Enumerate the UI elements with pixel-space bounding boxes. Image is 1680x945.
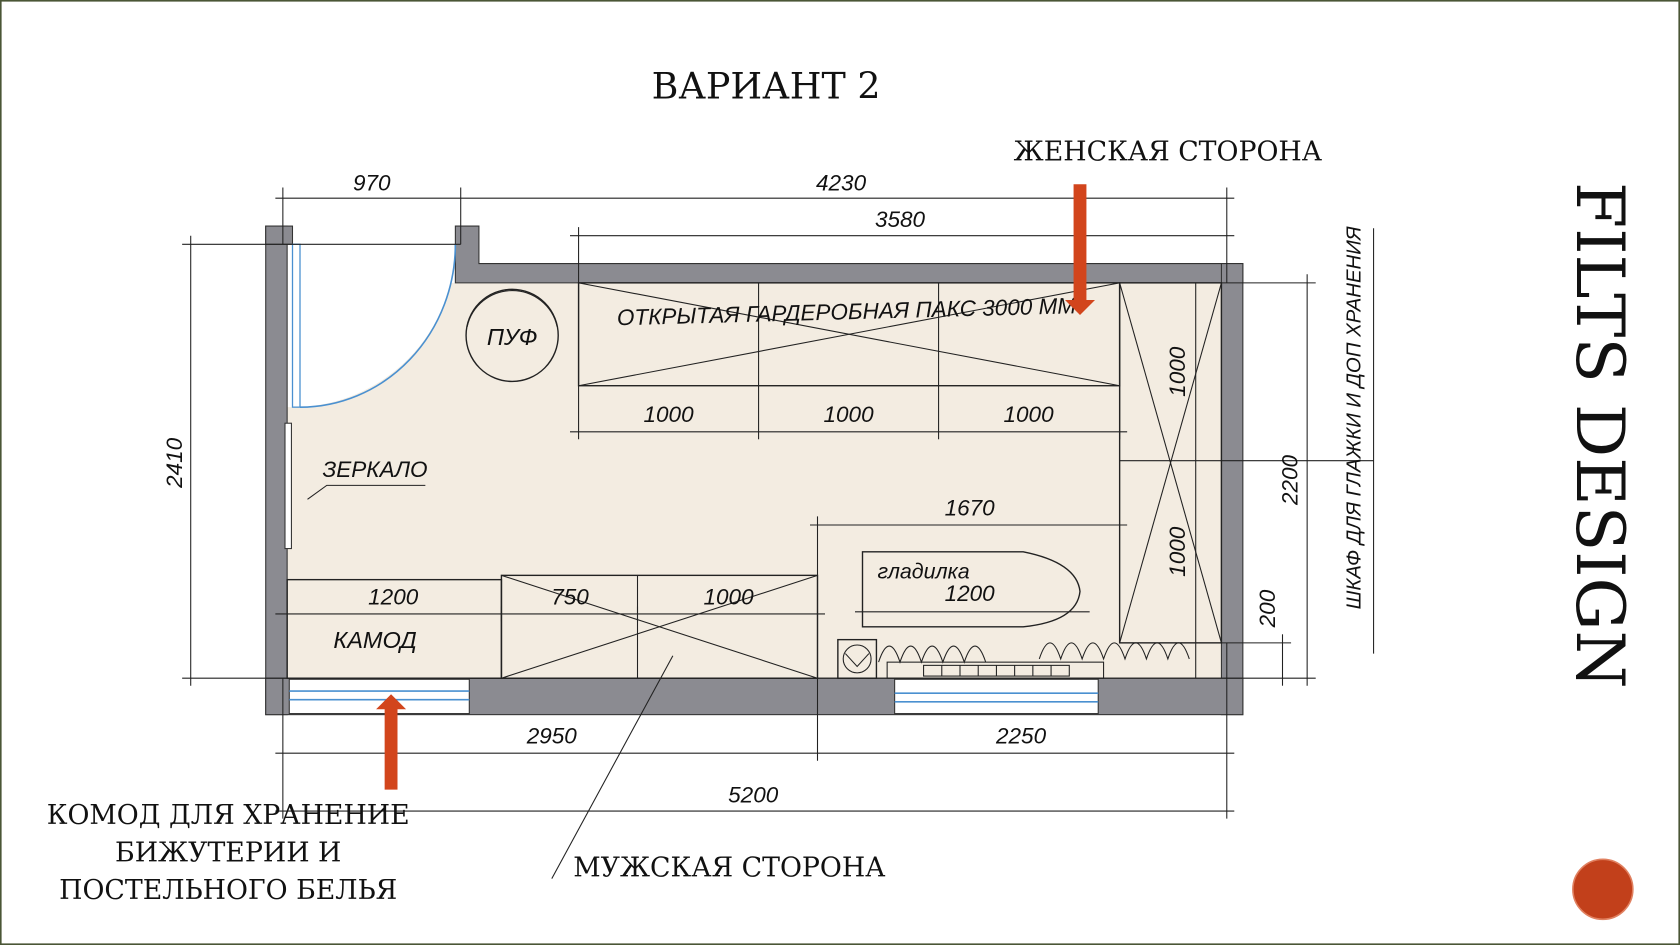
dresser-note-line: КОМОД ДЛЯ ХРАНЕНИЕ <box>47 800 410 831</box>
dim-right-cabinet-section: 1000 <box>1165 346 1190 397</box>
dimension-labels: 970 4230 3580 1000 1000 1000 1670 1200 1… <box>162 171 1302 808</box>
dresser-note-line: БИЖУТЕРИИ И <box>115 837 341 868</box>
brand-dot <box>1572 858 1634 921</box>
ironing-cabinet <box>1118 282 1223 644</box>
mirror-label: ЗЕРКАЛО <box>322 457 427 482</box>
dim-dresser: 1200 <box>368 584 419 609</box>
pouf <box>465 288 559 383</box>
mirror-leader <box>307 484 426 500</box>
window-right <box>894 678 1099 715</box>
male-side-label: МУЖСКАЯ СТОРОНА <box>573 852 886 883</box>
dim-total-length: 5200 <box>728 783 779 808</box>
ironing-board <box>861 551 1081 628</box>
dresser-note-line: ПОСТЕЛЬНОГО БЕЛЬЯ <box>59 875 397 906</box>
slide-title: ВАРИАНТ 2 <box>652 65 881 108</box>
dim-right-cabinet-section: 1000 <box>1165 526 1190 577</box>
left-wall <box>265 225 288 716</box>
dimension-lines <box>182 187 1375 819</box>
door-jamb <box>265 225 294 245</box>
mirror <box>284 422 292 550</box>
curtain <box>878 642 1190 664</box>
dim-room-width: 2410 <box>162 437 187 489</box>
top-wall <box>454 225 1244 284</box>
dim-right-gap: 200 <box>1255 589 1280 628</box>
dim-ironing-zone: 1670 <box>945 495 996 520</box>
dim-right-cabinet-total: 2200 <box>1278 454 1303 506</box>
arrow-up-icon <box>376 694 407 790</box>
dim-cabinet-b: 1000 <box>704 584 755 609</box>
dim-door: 970 <box>353 171 391 196</box>
dim-wardrobe-section: 1000 <box>824 402 875 427</box>
ironing-cabinet-label: ШКАФ ДЛЯ ГЛАЖКИ И ДОП ХРАНЕНИЯ <box>1344 226 1366 609</box>
brand-title: FILTS DESIGN <box>1561 182 1639 688</box>
arrow-down-icon <box>1065 184 1095 315</box>
dim-wardrobe-section: 1000 <box>644 402 695 427</box>
dim-wardrobe-total: 3580 <box>875 207 926 232</box>
pouf-label: ПУФ <box>487 324 538 350</box>
dim-bottom-left: 2950 <box>526 724 578 749</box>
male-side-leader <box>551 655 674 879</box>
dim-ironing-board: 1200 <box>945 581 996 606</box>
dim-top-wall: 4230 <box>816 171 867 196</box>
dim-bottom-right: 2250 <box>995 724 1047 749</box>
door-swing-area <box>292 244 456 408</box>
female-side-label: ЖЕНСКАЯ СТОРОНА <box>1014 137 1323 168</box>
dim-cabinet-a: 750 <box>551 584 589 609</box>
ironing-board-label: гладилка <box>878 560 970 584</box>
dim-wardrobe-section: 1000 <box>1004 402 1055 427</box>
dresser-note: КОМОД ДЛЯ ХРАНЕНИЕ БИЖУТЕРИИ И ПОСТЕЛЬНО… <box>47 800 410 906</box>
dresser-label: КАМОД <box>333 627 416 653</box>
right-wall <box>1220 263 1244 716</box>
